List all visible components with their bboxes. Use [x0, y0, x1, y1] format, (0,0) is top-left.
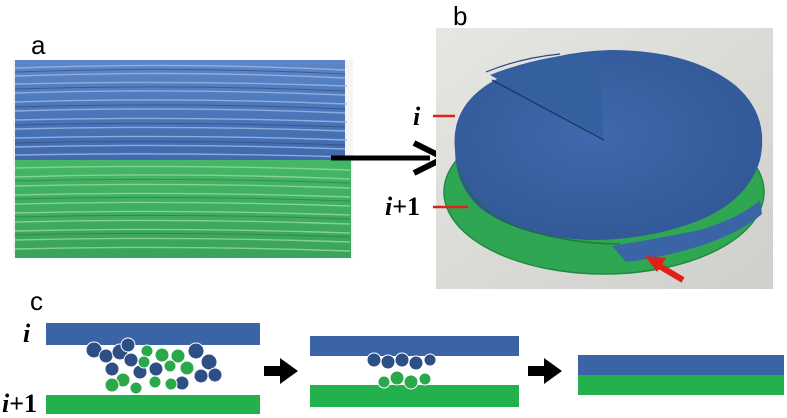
- stage2-top-layer: [310, 336, 519, 356]
- panel-a-photo: [13, 60, 353, 258]
- panel-b-photo: [433, 28, 773, 289]
- stage1-bottom-layer: [46, 395, 260, 414]
- panel-c-schematic: [46, 323, 784, 414]
- arrow-stage1-to-stage2: [264, 358, 298, 384]
- arrow-stage2-to-stage3: [528, 358, 562, 384]
- stage1-top-layer: [46, 323, 260, 345]
- stage2-blue-particles: [367, 353, 436, 370]
- stage-1: [46, 323, 260, 414]
- stage-3: [578, 355, 784, 395]
- stage3-top-layer: [578, 355, 784, 375]
- stage-2: [310, 336, 519, 407]
- stage3-bottom-layer: [578, 375, 784, 395]
